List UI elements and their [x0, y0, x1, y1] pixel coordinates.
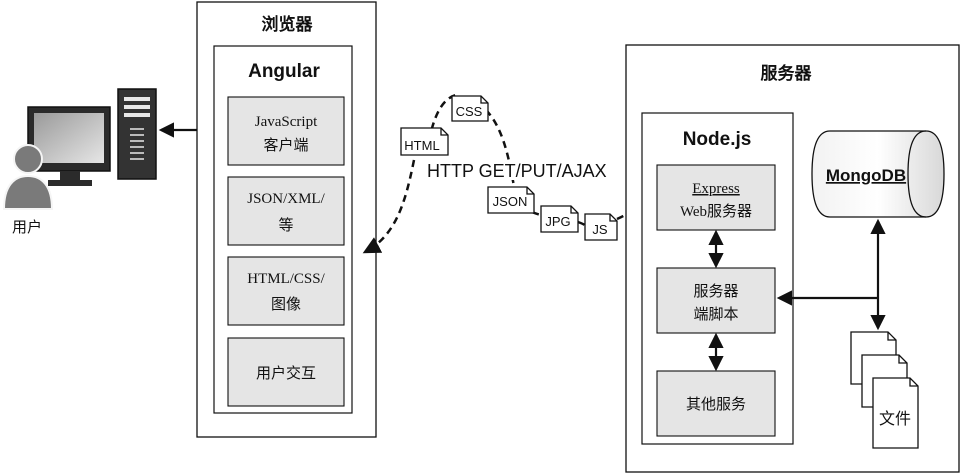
- file-icon-js: JS: [584, 213, 618, 241]
- module-line1: HTML/CSS/: [247, 271, 325, 287]
- mongodb-label: MongoDB: [826, 166, 906, 185]
- server-title: 服务器: [761, 63, 813, 83]
- angular-title: Angular: [248, 61, 320, 82]
- response-dashed-arrow: [362, 159, 416, 254]
- file-label: HTML: [404, 138, 439, 153]
- module-line2: 等: [278, 216, 293, 234]
- module-javascript-client: JavaScript 客户端: [227, 96, 345, 166]
- other-line1: 其他服务: [686, 396, 746, 413]
- files-label: 文件: [879, 410, 911, 428]
- express-line2: Web服务器: [680, 203, 752, 220]
- file-icon-jpg: JPG: [540, 205, 579, 233]
- file-label: JSON: [493, 194, 528, 209]
- module-json-xml: JSON/XML/ 等: [227, 176, 345, 246]
- nodejs-title: Node.js: [683, 129, 752, 150]
- file-icon-json: JSON: [487, 186, 535, 214]
- protocol-label-bg: [424, 160, 620, 180]
- browser-title: 浏览器: [262, 14, 314, 34]
- transfer-dashed-line-4: [577, 220, 586, 227]
- user-computer-icon: [27, 88, 157, 186]
- module-line1: JSON/XML/: [247, 191, 325, 207]
- express-web-server: Express Web服务器: [656, 164, 776, 231]
- file-label: JPG: [545, 214, 570, 229]
- file-icon-html: HTML: [400, 127, 449, 156]
- other-services: 其他服务: [656, 370, 776, 437]
- file-label: JS: [592, 222, 608, 237]
- person-icon: [2, 144, 54, 210]
- module-html-css-images: HTML/CSS/ 图像: [227, 256, 345, 326]
- file-label: CSS: [456, 104, 483, 119]
- protocol-label: HTTP GET/PUT/AJAX: [427, 161, 607, 181]
- module-user-interaction: 用户交互: [227, 337, 345, 407]
- module-line1: 用户交互: [256, 364, 316, 382]
- express-line1: Express: [692, 181, 740, 197]
- mongodb-database-icon: MongoDB: [811, 130, 945, 218]
- module-line1: JavaScript: [255, 114, 318, 130]
- user-label: 用户: [12, 219, 42, 236]
- module-line2: 客户端: [263, 137, 308, 154]
- scripts-line1: 服务器: [693, 283, 738, 300]
- scripts-line2: 端脚本: [693, 306, 738, 323]
- file-icon-css: CSS: [451, 95, 489, 122]
- server-side-scripts: 服务器 端脚本: [656, 267, 776, 334]
- files-stack-icon: 文件: [850, 331, 919, 449]
- module-line2: 图像: [271, 296, 301, 313]
